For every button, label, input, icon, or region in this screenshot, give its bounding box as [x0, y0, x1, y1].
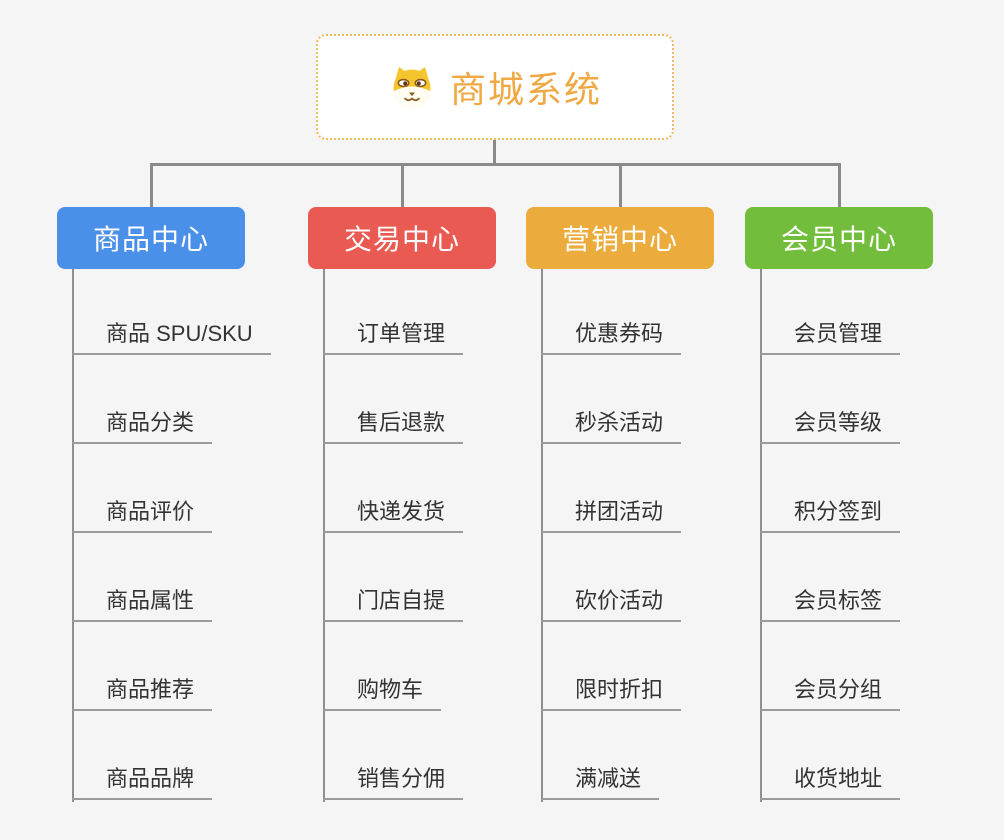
leaf-node[interactable]: 限时折扣	[541, 679, 682, 711]
connector-branch-spine	[72, 269, 74, 802]
connector-branch-spine	[760, 269, 762, 802]
root-title: 商城系统	[449, 69, 602, 110]
leaf-node[interactable]: 商品评价	[72, 501, 213, 533]
connector-branch-spine	[323, 269, 325, 802]
leaf-node[interactable]: 收货地址	[760, 768, 901, 800]
leaf-node[interactable]: 优惠券码	[541, 323, 682, 355]
connector-branch-spine	[541, 269, 543, 802]
connector-horizontal-bar	[150, 163, 840, 166]
connector-branch-drop	[618, 163, 622, 207]
leaf-node[interactable]: 购物车	[323, 679, 442, 711]
leaf-node[interactable]: 拼团活动	[541, 501, 682, 533]
leaf-node[interactable]: 积分签到	[760, 501, 901, 533]
connector-root-drop	[493, 140, 496, 164]
branch-node-1[interactable]: 商品中心	[57, 207, 245, 269]
leaf-node[interactable]: 会员等级	[760, 412, 901, 444]
leaf-node[interactable]: 会员管理	[760, 323, 901, 355]
leaf-node[interactable]: 砍价活动	[541, 590, 682, 622]
leaf-node[interactable]: 满减送	[541, 768, 660, 800]
leaf-node[interactable]: 售后退款	[323, 412, 464, 444]
leaf-node[interactable]: 销售分佣	[323, 768, 464, 800]
branch-node-2[interactable]: 交易中心	[308, 207, 496, 269]
leaf-node[interactable]: 商品分类	[72, 412, 213, 444]
connector-branch-drop	[837, 163, 841, 207]
leaf-node[interactable]: 商品品牌	[72, 768, 213, 800]
leaf-node[interactable]: 商品属性	[72, 590, 213, 622]
leaf-node[interactable]: 会员分组	[760, 679, 901, 711]
leaf-node[interactable]: 会员标签	[760, 590, 901, 622]
shiba-dog-icon	[388, 65, 436, 109]
leaf-node[interactable]: 订单管理	[323, 323, 464, 355]
leaf-node[interactable]: 商品推荐	[72, 679, 213, 711]
branch-node-3[interactable]: 营销中心	[526, 207, 714, 269]
leaf-node[interactable]: 商品 SPU/SKU	[72, 323, 271, 355]
branch-node-4[interactable]: 会员中心	[745, 207, 933, 269]
root-node[interactable]: 商城系统	[316, 34, 674, 140]
leaf-node[interactable]: 快递发货	[323, 501, 464, 533]
connector-branch-drop	[400, 163, 404, 207]
leaf-node[interactable]: 秒杀活动	[541, 412, 682, 444]
connector-branch-drop	[149, 163, 153, 207]
leaf-node[interactable]: 门店自提	[323, 590, 464, 622]
